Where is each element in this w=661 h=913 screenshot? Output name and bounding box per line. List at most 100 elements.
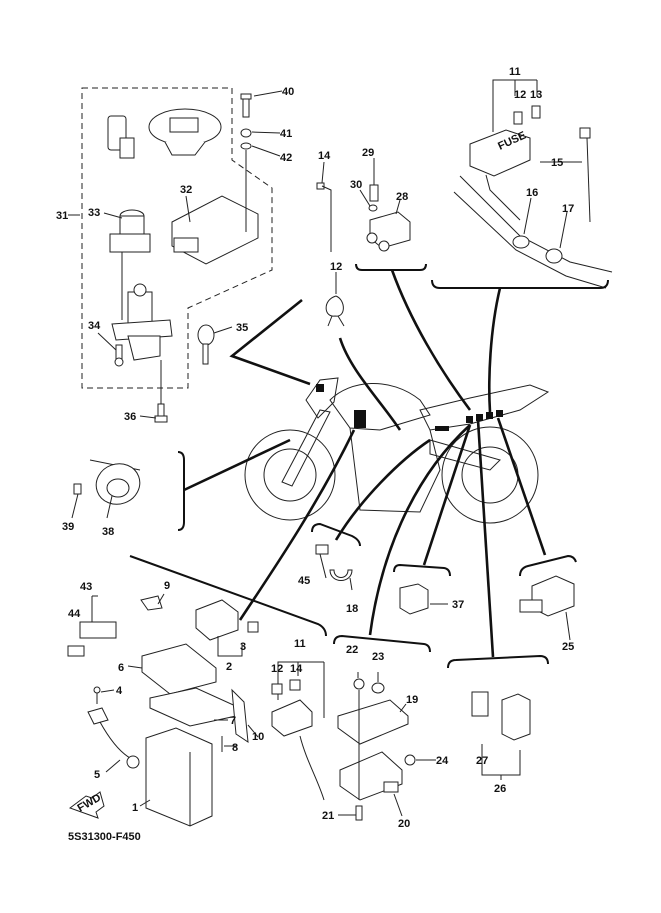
callout-30: 28 [396, 191, 408, 203]
cable-terminal-5 [87, 707, 109, 725]
callout-45: 43 [80, 581, 92, 593]
lean-angle-sensor [369, 211, 411, 249]
helmet-lock-tab [119, 137, 135, 159]
callout-11-lower: 11 [294, 638, 306, 650]
cable-tie-17 [586, 137, 591, 223]
callout-labels: 40 41 42 32 31 33 34 35 36 39 38 14 29 3… [56, 66, 574, 843]
callout-16: 14 [318, 150, 331, 162]
harness-line-a [459, 175, 613, 273]
horn-center [106, 478, 130, 498]
ecu-bracket-21 [337, 699, 409, 745]
callout-8: 8 [232, 742, 238, 754]
harness-band-19 [545, 248, 563, 264]
bracket-10 [231, 688, 249, 744]
battery-1 [145, 727, 213, 827]
fuse-box-lead [485, 174, 521, 221]
relay-39-group [393, 563, 451, 615]
callout-40: 38 [102, 526, 114, 538]
front-fork [281, 409, 331, 487]
bracket-ecu [333, 634, 431, 653]
sensor-grommet-a [366, 232, 378, 244]
rear-wheel [441, 426, 539, 524]
immobilizer-connector [173, 237, 199, 253]
relay-terminal-3 [247, 621, 259, 633]
battery-group: FWD [67, 555, 327, 827]
callout-42: 40 [282, 86, 294, 98]
fuel-cap-keyhole [169, 117, 199, 133]
callout-14: 14 [290, 663, 303, 675]
main-switch-body [127, 335, 161, 361]
nut-24 [353, 678, 365, 690]
harness-band-18 [512, 235, 530, 249]
callout-22: 20 [398, 818, 410, 830]
callout-9: 9 [164, 580, 170, 592]
callout-1: 1 [132, 802, 138, 814]
callout-21: 19 [406, 694, 418, 706]
callout-12-upper: 12 [514, 89, 526, 101]
callout-5: 5 [94, 769, 100, 781]
immobilizer-unit [171, 195, 259, 265]
bracket-fuse-harness [431, 279, 609, 289]
callout-39: 37 [452, 599, 464, 611]
key [197, 324, 215, 346]
callout-28: 26 [494, 783, 506, 795]
fuse-box [469, 129, 531, 177]
bolt-36-shank [115, 344, 123, 360]
ecu-group [333, 634, 431, 821]
bolt-36 [114, 357, 124, 367]
component-marker-d [496, 410, 503, 417]
fuse-12-lower [271, 683, 283, 695]
clamp-group [311, 522, 361, 581]
fuse-box-lower [271, 699, 313, 737]
seat-tail [419, 384, 550, 431]
relay-bracket-2-3 [217, 636, 243, 657]
wire-clamp-15 [325, 295, 345, 327]
fuel-cap-base [164, 141, 206, 156]
cable-tie-16-head [316, 182, 325, 190]
bracket-relay-28 [447, 654, 549, 669]
callout-46: 44 [68, 608, 81, 620]
battery-cover-6 [141, 643, 217, 695]
terminal-46 [67, 645, 85, 657]
sensor-grommet-b [378, 240, 390, 252]
callout-34: 32 [180, 184, 192, 196]
motorcycle-illustration [244, 377, 550, 524]
relay-39 [399, 583, 429, 615]
clip-26 [404, 754, 416, 766]
leader-battery-group [238, 429, 356, 621]
callout-3: 3 [240, 641, 246, 653]
callout-33: 31 [56, 210, 68, 222]
leader-relay-39 [422, 424, 472, 566]
engine-outline [349, 427, 441, 513]
callout-31: 29 [362, 147, 374, 159]
flasher-relay-drawer [519, 599, 543, 613]
key-blade [202, 343, 209, 365]
cable-tie-16 [321, 185, 332, 252]
bolt-38 [154, 415, 168, 423]
callout-12-lower: 12 [271, 663, 283, 675]
diagram-code: 5S31300-F450 [68, 831, 141, 843]
bracket-relay-39 [393, 563, 451, 577]
coupler-29 [471, 691, 489, 717]
callout-41: 39 [62, 521, 74, 533]
ecu-22 [339, 751, 403, 801]
callout-11-upper: 11 [509, 66, 521, 78]
callout-13: 13 [530, 89, 542, 101]
starter-relay [195, 599, 239, 641]
callout-17: 15 [551, 157, 563, 169]
swing-arm [429, 439, 501, 471]
callout-leaders [68, 90, 582, 817]
bracket-horn [177, 451, 185, 531]
leader-fuse-harness [488, 287, 502, 413]
component-marker-c [486, 412, 493, 419]
sensor-group [316, 182, 427, 327]
damper-25 [371, 682, 385, 694]
coupler-45 [79, 621, 117, 639]
callout-43: 41 [280, 128, 292, 140]
clip-9 [140, 595, 163, 611]
relay-28 [501, 693, 531, 741]
leader-flasher-27 [496, 417, 547, 556]
callout-20: 18 [346, 603, 358, 615]
